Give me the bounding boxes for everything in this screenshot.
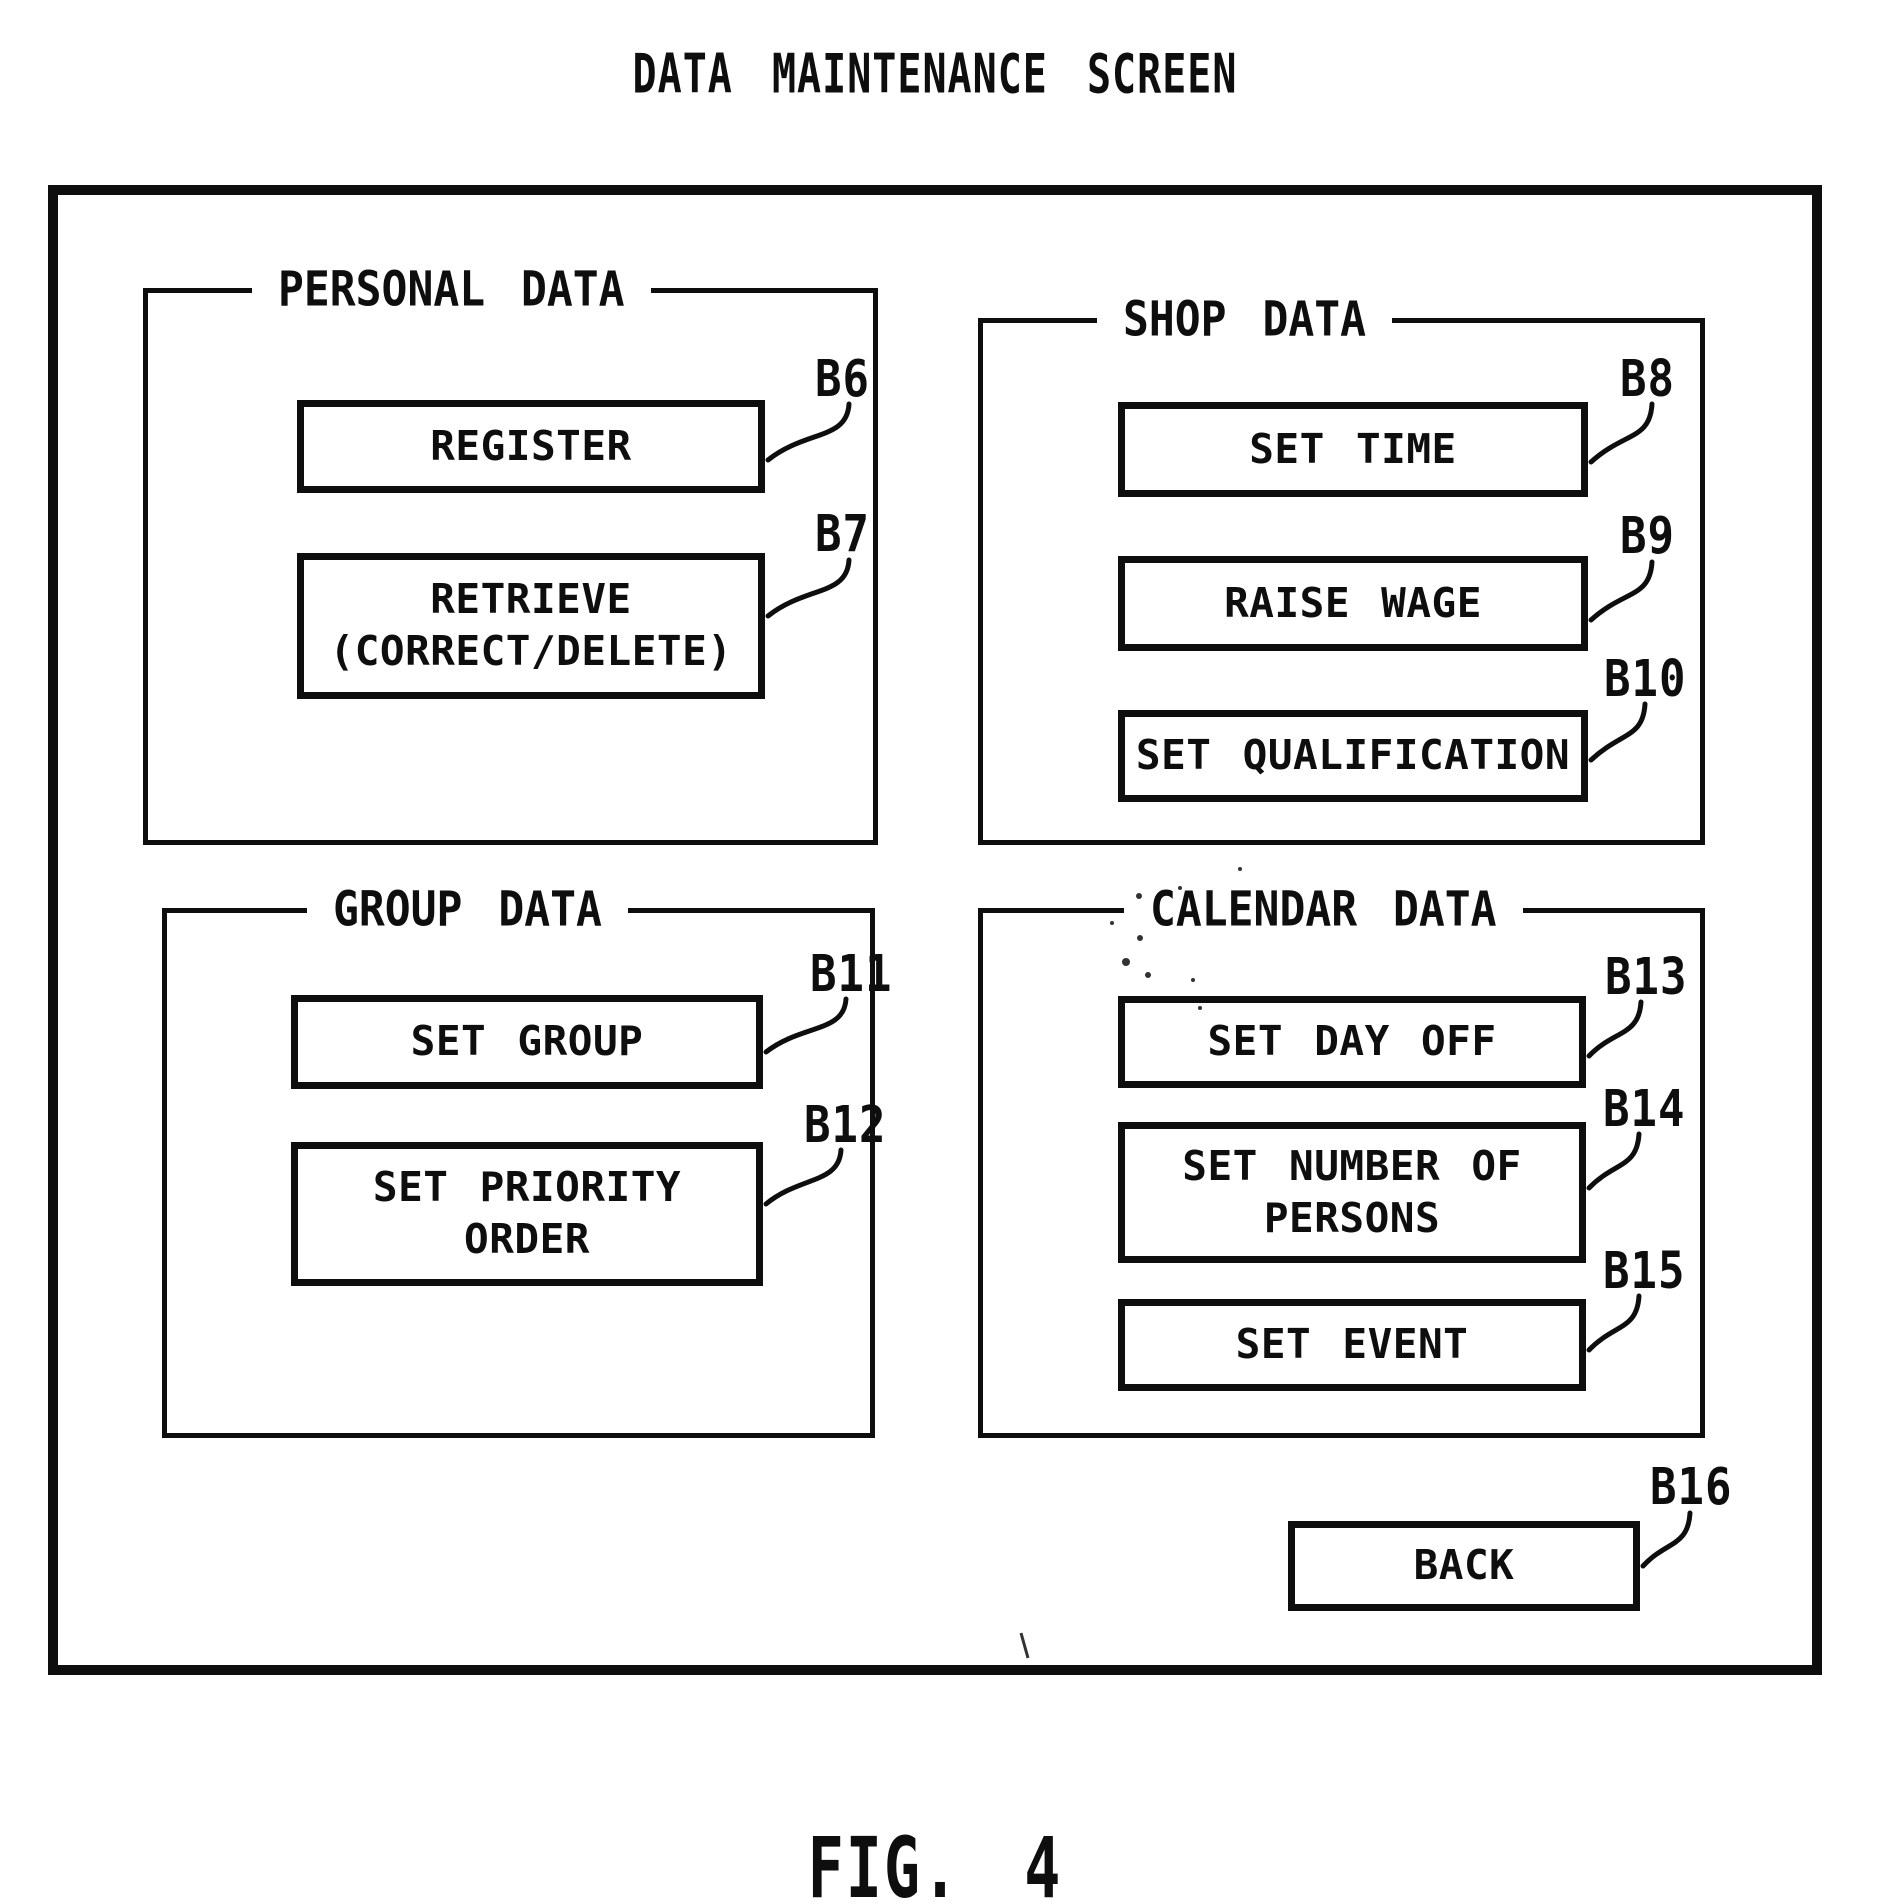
retrieve-button-label: RETRIEVE (CORRECT/DELETE) — [329, 575, 733, 675]
ref-label-b6: B6 — [815, 350, 870, 409]
register-button[interactable]: REGISTER — [297, 400, 765, 493]
figure-caption: FIG. 4 — [807, 1820, 1063, 1904]
group-data-group-label: GROUP DATA — [307, 883, 628, 937]
set-number-of-persons-button[interactable]: SET NUMBER OF PERSONS — [1118, 1122, 1586, 1263]
set-group-button[interactable]: SET GROUP — [291, 995, 763, 1089]
register-button-label: REGISTER — [430, 421, 632, 470]
set-time-button-label: SET TIME — [1249, 424, 1457, 473]
set-priority-order-button[interactable]: SET PRIORITY ORDER — [291, 1142, 763, 1286]
ref-label-b15: B15 — [1603, 1242, 1686, 1301]
screen-frame — [48, 185, 1822, 1675]
ref-label-b13: B13 — [1605, 948, 1688, 1007]
personal-data-group: PERSONAL DATA — [143, 263, 878, 845]
raise-wage-button-label: RAISE WAGE — [1224, 578, 1482, 627]
shop-data-group: SHOP DATA — [978, 293, 1705, 845]
set-group-button-label: SET GROUP — [410, 1017, 644, 1066]
ref-label-b7: B7 — [815, 505, 870, 564]
ref-label-b11: B11 — [810, 945, 893, 1004]
set-number-of-persons-button-label: SET NUMBER OF PERSONS — [1182, 1141, 1522, 1242]
back-button-label: BACK — [1413, 1541, 1515, 1590]
set-qualification-button-label: SET QUALIFICATION — [1135, 731, 1571, 780]
shop-data-group-label: SHOP DATA — [1097, 293, 1392, 347]
group-data-group: GROUP DATA — [162, 883, 875, 1438]
back-button[interactable]: BACK — [1288, 1521, 1640, 1611]
set-day-off-button[interactable]: SET DAY OFF — [1118, 996, 1586, 1088]
set-event-button[interactable]: SET EVENT — [1118, 1299, 1586, 1391]
set-day-off-button-label: SET DAY OFF — [1207, 1017, 1497, 1066]
personal-data-group-label: PERSONAL DATA — [252, 263, 651, 317]
retrieve-correct-delete-button[interactable]: RETRIEVE (CORRECT/DELETE) — [297, 553, 765, 699]
ref-label-b9: B9 — [1620, 507, 1675, 566]
ref-label-b16: B16 — [1650, 1458, 1733, 1517]
ref-label-b10: B10 — [1604, 650, 1687, 709]
calendar-data-group: CALENDAR DATA — [978, 883, 1705, 1438]
raise-wage-button[interactable]: RAISE WAGE — [1118, 556, 1588, 651]
set-time-button[interactable]: SET TIME — [1118, 402, 1588, 497]
ref-label-b8: B8 — [1620, 350, 1675, 409]
ref-label-b14: B14 — [1603, 1080, 1686, 1139]
ref-label-b12: B12 — [804, 1096, 887, 1155]
calendar-data-group-label: CALENDAR DATA — [1124, 883, 1523, 937]
page-title: DATA MAINTENANCE SCREEN — [632, 44, 1238, 107]
set-qualification-button[interactable]: SET QUALIFICATION — [1118, 710, 1588, 802]
set-priority-order-button-label: SET PRIORITY ORDER — [372, 1163, 682, 1263]
set-event-button-label: SET EVENT — [1235, 1320, 1469, 1369]
